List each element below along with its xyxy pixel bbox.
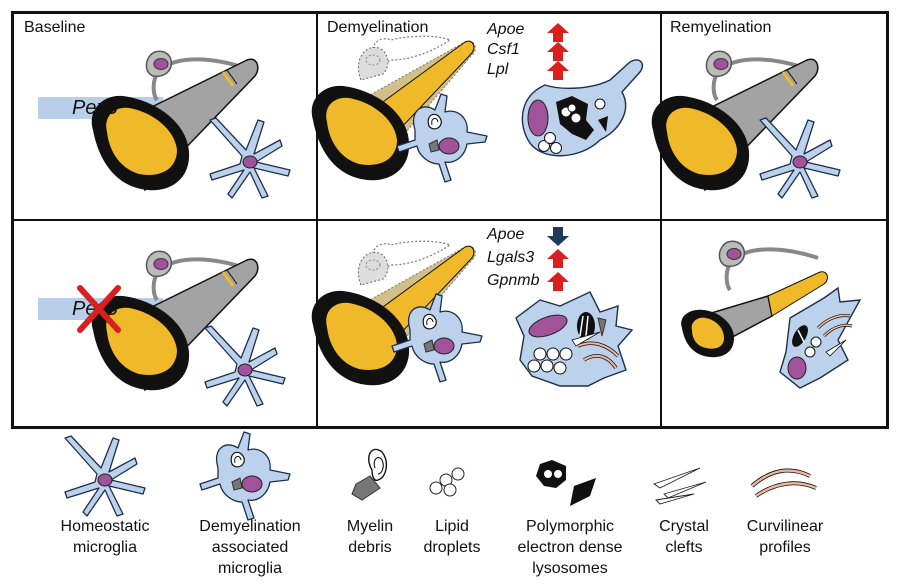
gene-top-1: Apoe: [487, 21, 525, 38]
gene-top-3: Lpl: [487, 61, 509, 78]
apoe-down-arrow: [547, 227, 569, 246]
lgals3-up-arrow: [547, 249, 569, 268]
legend-crystal-clefts-icon: [652, 467, 707, 505]
partially-remyelinated-axon: [681, 240, 828, 358]
legend-curvilinear-profiles-icon: [750, 468, 817, 498]
title-remyelination: Remyelination: [670, 19, 772, 36]
csf1-up-arrow: [547, 42, 569, 61]
legend-myelin-debris-icon: [351, 448, 388, 501]
microglia-detail-bottom: [515, 291, 634, 387]
title-demyelination: Demyelination: [327, 19, 429, 36]
legend-lipid-droplets-icon: [429, 467, 465, 497]
gene-bottom-1: Apoe: [487, 226, 525, 243]
gene-bottom-3: Gpnmb: [487, 272, 540, 289]
legend-dam-icon: [199, 431, 291, 521]
legend-lipid-label: Lipid droplets: [423, 518, 481, 556]
grid-col-divider-1: [316, 11, 318, 429]
homeostatic-microglia: [209, 117, 291, 199]
legend-homeostatic-icon: [64, 435, 146, 517]
grid-row-divider: [11, 219, 889, 221]
gene-bottom-2: Lgals3: [487, 249, 535, 266]
remyelination-microglia-ko: [779, 286, 862, 389]
pex5-label-ko: Pex5: [72, 298, 118, 320]
grid-col-divider-2: [660, 11, 662, 429]
legend-crystal-label: Crystal clefts: [659, 518, 709, 556]
legend-curvilinear-label: Curvilinear profiles: [746, 518, 824, 556]
legend-lysosomes-icon: [536, 460, 596, 506]
title-baseline: Baseline: [24, 19, 86, 36]
gpnmb-up-arrow: [547, 272, 569, 291]
apoe-up-arrow: [547, 23, 569, 42]
legend-homeostatic-label: Homeostatic microglia: [60, 518, 150, 556]
lpl-up-arrow: [547, 61, 569, 80]
legend-lysosomes-label: Polymorphic electron dense lysosomes: [517, 518, 623, 577]
gene-top-2: Csf1: [487, 41, 520, 58]
microglia-detail-top: [521, 59, 644, 157]
legend-myelin-label: Myelin debris: [346, 518, 394, 556]
homeostatic-microglia-ko: [204, 325, 286, 407]
pex5-label: Pex5: [72, 97, 118, 119]
legend-dam-label: Demyelination associated microglia: [199, 518, 301, 577]
remyelination-microglia: [759, 117, 841, 199]
